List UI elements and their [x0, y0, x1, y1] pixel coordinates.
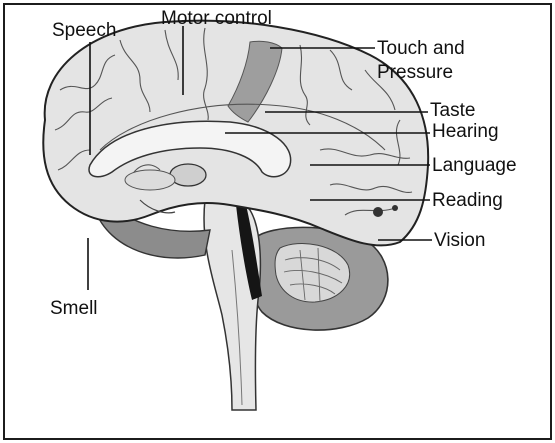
label-speech: Speech	[52, 20, 116, 41]
label-vision: Vision	[434, 230, 485, 251]
thalamus	[170, 164, 206, 186]
label-touch-and: Touch and	[377, 38, 465, 59]
label-hearing: Hearing	[432, 121, 499, 142]
label-pressure: Pressure	[377, 62, 453, 83]
label-motor-control: Motor control	[161, 8, 272, 29]
label-taste: Taste	[430, 100, 475, 121]
brainstem	[204, 198, 260, 410]
label-smell: Smell	[50, 298, 98, 319]
label-reading: Reading	[432, 190, 503, 211]
label-language: Language	[432, 155, 517, 176]
